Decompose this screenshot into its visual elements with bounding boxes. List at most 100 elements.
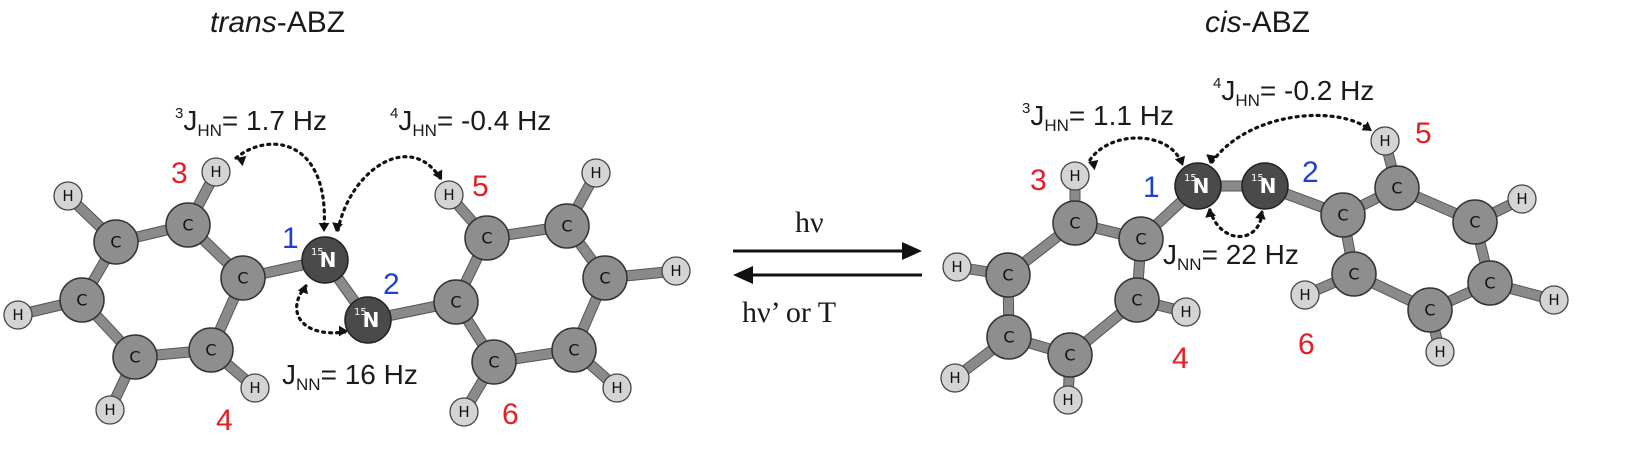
svg-text:C: C <box>1131 291 1142 310</box>
hydrogen-atom-tH3: H <box>53 181 83 211</box>
svg-text:N: N <box>1193 174 1210 198</box>
carbon-atom-cC4: C <box>986 314 1032 360</box>
hydrogen-atom-cH8: H <box>1370 126 1400 156</box>
trans-jnn-arrow <box>295 284 347 335</box>
carbon-atom-tC10: C <box>582 255 628 301</box>
svg-text:H: H <box>443 186 454 204</box>
carbon-atom-tC12: C <box>471 339 517 385</box>
hydrogen-atom-tH8: H <box>434 180 464 210</box>
hydrogen-atom-tH12: H <box>449 397 479 427</box>
cis-3jhn-label: 3JHN= 1.1 Hz <box>1022 100 1174 135</box>
svg-text:C: C <box>1424 301 1435 320</box>
svg-text:C: C <box>1069 214 1080 233</box>
trans-h5-number: 5 <box>472 170 489 203</box>
hydrogen-atom-tH5: H <box>95 395 125 425</box>
svg-text:C: C <box>129 348 140 367</box>
svg-text:C: C <box>1064 346 1075 365</box>
trans-h6-number: 6 <box>502 398 519 431</box>
hydrogen-atom-cH10: H <box>1539 285 1569 315</box>
svg-text:15: 15 <box>1251 173 1264 184</box>
svg-text:H: H <box>1548 291 1559 309</box>
hydrogen-atom-cH6: H <box>1171 297 1201 327</box>
cis-n1-number: 1 <box>1143 171 1160 204</box>
carbon-atom-tC5: C <box>112 334 158 380</box>
svg-text:C: C <box>110 233 121 252</box>
cis-h3-number: 3 <box>1030 164 1047 197</box>
trans-n2-number: 2 <box>383 268 400 301</box>
svg-text:C: C <box>205 341 216 360</box>
carbon-atom-cC9: C <box>1452 199 1498 245</box>
svg-text:C: C <box>237 269 248 288</box>
cis-jnn-label: JNN= 22 Hz <box>1163 239 1299 274</box>
cis-4jhn-label: 4JHN= -0.2 Hz <box>1213 75 1374 110</box>
hydrogen-atom-cH4: H <box>940 363 970 393</box>
svg-text:C: C <box>1003 328 1014 347</box>
svg-text:H: H <box>1379 132 1390 150</box>
svg-text:N: N <box>363 308 380 332</box>
carbon-atom-cC8: C <box>1374 165 1420 211</box>
carbon-atom-cC12: C <box>1331 251 1377 297</box>
svg-text:H: H <box>1299 286 1310 304</box>
hydrogen-atom-cH9: H <box>1507 184 1537 214</box>
nitrogen-atom-cN2: N15 <box>1241 162 1289 210</box>
svg-text:C: C <box>182 216 193 235</box>
hydrogen-atom-tH4: H <box>3 300 33 330</box>
hydrogen-atom-tH9: H <box>581 158 611 188</box>
svg-text:H: H <box>1516 190 1527 208</box>
svg-text:C: C <box>481 229 492 248</box>
svg-text:H: H <box>611 379 622 397</box>
svg-text:H: H <box>62 187 73 205</box>
carbon-atom-tC1: C <box>220 255 266 301</box>
cis-h4-number: 4 <box>1172 342 1189 375</box>
svg-text:C: C <box>1391 179 1402 198</box>
cis-h6-number: 6 <box>1298 328 1315 361</box>
trans-3jhn-arrow <box>234 142 326 232</box>
svg-text:15: 15 <box>311 247 324 258</box>
svg-text:H: H <box>12 306 23 324</box>
cis-3jhn-arrow <box>1088 136 1184 166</box>
hydrogen-atom-tH2: H <box>201 157 231 187</box>
trans-title: trans-ABZ <box>210 6 345 39</box>
carbon-atom-cC7: C <box>1320 192 1366 238</box>
svg-text:H: H <box>590 164 601 182</box>
svg-text:H: H <box>1180 303 1191 321</box>
svg-text:15: 15 <box>354 307 367 318</box>
nitrogen-atom-tN1: N15 <box>301 236 349 284</box>
svg-text:C: C <box>561 217 572 236</box>
carbon-atom-tC9: C <box>544 203 590 249</box>
cis-title: cis-ABZ <box>1205 6 1310 39</box>
hydrogen-atom-cH5: H <box>1053 385 1083 415</box>
trans-4jhn-arrow <box>336 155 442 232</box>
trans-h4-number: 4 <box>216 404 233 437</box>
reverse-arrowhead <box>733 266 753 284</box>
carbon-atom-tC7: C <box>433 279 479 325</box>
svg-text:H: H <box>210 163 221 181</box>
svg-text:N: N <box>320 248 337 272</box>
equilibrium-arrows <box>733 242 922 284</box>
carbon-atom-cC1: C <box>1118 216 1164 262</box>
svg-text:N: N <box>1260 174 1277 198</box>
cis-3jhn-arrow-head-1 <box>1174 155 1185 166</box>
svg-text:H: H <box>1069 167 1080 185</box>
trans-3jhn-arrow-head-1 <box>318 223 330 232</box>
reverse-condition: hν’ or T <box>742 296 836 329</box>
trans-4jhn-label: 4JHN= -0.4 Hz <box>390 105 551 140</box>
svg-text:C: C <box>1002 266 1013 285</box>
coupling-arrow-layer <box>234 113 1372 337</box>
hydrogen-atom-cH3: H <box>942 252 972 282</box>
svg-text:15: 15 <box>1184 173 1197 184</box>
carbon-atom-cC2: C <box>1052 200 1098 246</box>
svg-text:C: C <box>1484 274 1495 293</box>
carbon-atom-cC3: C <box>985 252 1031 298</box>
cis-3jhn-arrow-head-0 <box>1088 160 1099 171</box>
trans-4jhn-arrow-head-0 <box>332 222 343 232</box>
cis-n2-number: 2 <box>1302 156 1319 189</box>
hydrogen-atom-tH6: H <box>240 373 270 403</box>
cis-h5-number: 5 <box>1415 117 1432 150</box>
carbon-atom-tC8: C <box>464 215 510 261</box>
carbon-atom-tC2: C <box>165 202 211 248</box>
carbon-atom-tC11: C <box>551 327 597 373</box>
svg-text:C: C <box>1135 230 1146 249</box>
